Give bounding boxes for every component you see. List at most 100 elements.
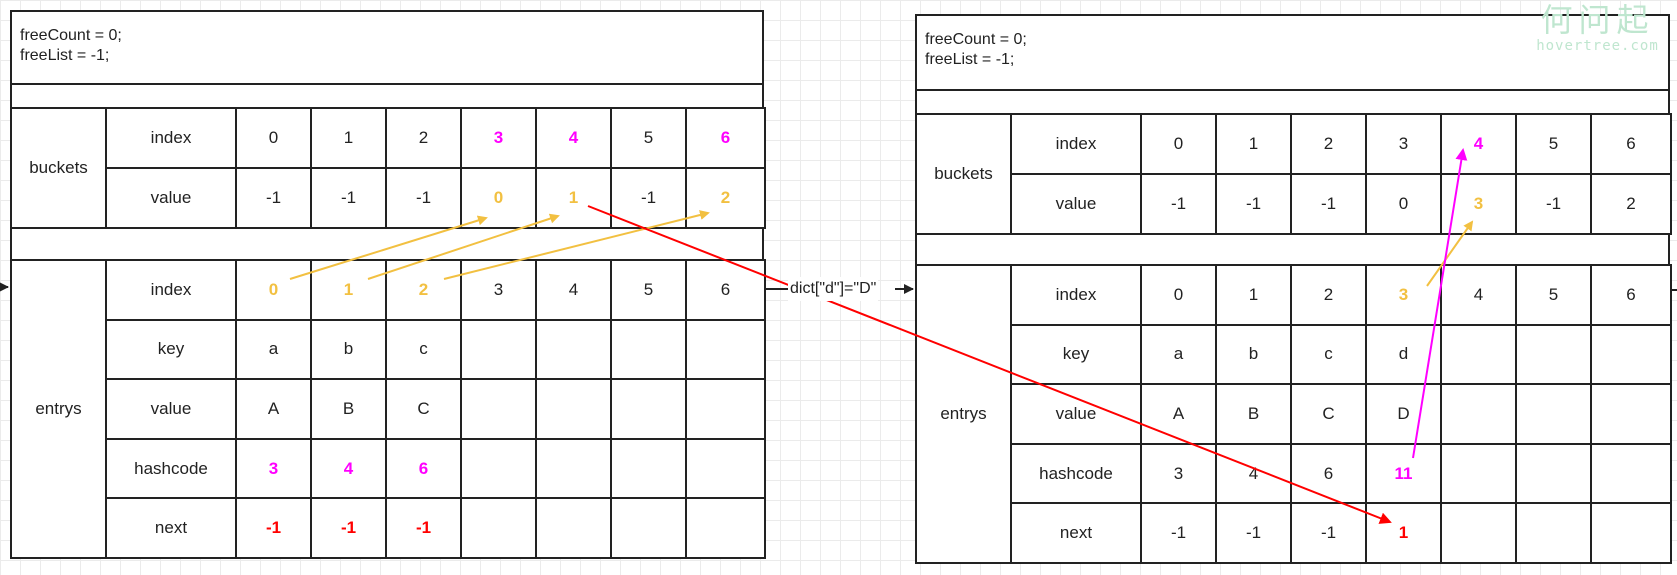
after-entry-cell bbox=[1590, 323, 1672, 386]
before-entry-cell bbox=[610, 497, 687, 559]
before-entrys-table: entrys index 0 1 2 3 4 5 6 key a b c val… bbox=[10, 259, 766, 559]
after-entry-row-label: value bbox=[1010, 383, 1142, 445]
before-bucket-value-cell: -1 bbox=[235, 167, 312, 229]
after-entry-cell bbox=[1590, 502, 1672, 564]
before-bucket-index-cell: 3 bbox=[460, 107, 537, 169]
arrow-entry0-to-bucket3 bbox=[289, 215, 488, 280]
after-entry-cell: B bbox=[1215, 383, 1292, 445]
before-entry-cell: 4 bbox=[310, 437, 387, 500]
after-entry-cell: 6 bbox=[1590, 264, 1672, 326]
after-bucket-value-cell: -1 bbox=[1290, 173, 1367, 235]
before-entry-cell: B bbox=[310, 378, 387, 440]
before-bucket-value-cell: -1 bbox=[385, 167, 462, 229]
after-entry-cell: a bbox=[1140, 323, 1217, 386]
before-buckets-label: buckets bbox=[10, 107, 107, 229]
after-entry-cell bbox=[1590, 383, 1672, 445]
after-entry-cell: c bbox=[1290, 323, 1367, 386]
watermark-logo: 何问起 hovertree.com bbox=[1525, 2, 1670, 54]
after-buckets-label: buckets bbox=[915, 113, 1012, 235]
before-entry-cell: 5 bbox=[610, 259, 687, 321]
after-entry-cell: A bbox=[1140, 383, 1217, 445]
before-entry-cell bbox=[610, 378, 687, 440]
before-buckets-index-label: index bbox=[105, 107, 237, 169]
before-entry-cell bbox=[535, 318, 612, 381]
after-entry-cell bbox=[1515, 502, 1592, 564]
before-entry-cell: a bbox=[235, 318, 312, 381]
before-entry-cell: 4 bbox=[535, 259, 612, 321]
before-entry-cell: -1 bbox=[310, 497, 387, 559]
after-entry-cell: 11 bbox=[1365, 442, 1442, 505]
after-entry-cell: D bbox=[1365, 383, 1442, 445]
after-bucket-index-cell: 5 bbox=[1515, 113, 1592, 175]
after-entry-cell bbox=[1515, 383, 1592, 445]
before-entry-cell: -1 bbox=[235, 497, 312, 559]
after-entry-cell: 1 bbox=[1215, 264, 1292, 326]
after-entry-cell: 6 bbox=[1290, 442, 1367, 505]
before-free-list: freeList = -1; bbox=[20, 47, 110, 64]
after-bucket-index-cell: 2 bbox=[1290, 113, 1367, 175]
after-entry-cell: 0 bbox=[1140, 264, 1217, 326]
after-entry-cell: 2 bbox=[1290, 264, 1367, 326]
after-bucket-index-cell: 4 bbox=[1440, 113, 1517, 175]
before-entry-row-label: key bbox=[105, 318, 237, 381]
before-entry-row-label: hashcode bbox=[105, 437, 237, 500]
after-entry-cell: -1 bbox=[1140, 502, 1217, 564]
before-bucket-index-cell: 1 bbox=[310, 107, 387, 169]
before-entry-cell bbox=[685, 318, 766, 381]
after-buckets-value-label: value bbox=[1010, 173, 1142, 235]
after-config-box: freeCount = 0; freeList = -1; bbox=[915, 14, 1670, 91]
before-entry-cell bbox=[685, 437, 766, 500]
before-entry-cell bbox=[535, 437, 612, 500]
after-entry-row-label: index bbox=[1010, 264, 1142, 326]
after-bucket-index-cell: 3 bbox=[1365, 113, 1442, 175]
after-entry-cell bbox=[1515, 442, 1592, 505]
before-bucket-value-cell: 2 bbox=[685, 167, 766, 229]
after-entry-cell bbox=[1440, 442, 1517, 505]
after-bucket-index-cell: 1 bbox=[1215, 113, 1292, 175]
after-entry-cell: 4 bbox=[1215, 442, 1292, 505]
before-bucket-index-cell: 6 bbox=[685, 107, 766, 169]
before-entry-cell bbox=[460, 378, 537, 440]
after-entry-cell: b bbox=[1215, 323, 1292, 386]
after-free-list: freeList = -1; bbox=[925, 51, 1015, 68]
before-config-box: freeCount = 0; freeList = -1; bbox=[10, 10, 764, 85]
before-buckets-table: buckets index 0 1 2 3 4 5 6 value -1 -1 … bbox=[10, 107, 766, 229]
before-entry-cell bbox=[685, 378, 766, 440]
after-bucket-index-cell: 6 bbox=[1590, 113, 1672, 175]
before-entry-cell: 6 bbox=[385, 437, 462, 500]
after-entry-cell: 1 bbox=[1365, 502, 1442, 564]
arrow-old-bucket-to-next bbox=[587, 205, 1392, 524]
before-bucket-index-cell: 4 bbox=[535, 107, 612, 169]
arrow-hash-to-bucket-index bbox=[1412, 148, 1468, 459]
operation-label: dict["d"]="D" bbox=[788, 277, 879, 301]
after-entry-cell bbox=[1590, 442, 1672, 505]
after-free-count: freeCount = 0; bbox=[925, 31, 1027, 48]
before-entry-cell bbox=[685, 497, 766, 559]
after-entry-cell: 5 bbox=[1515, 264, 1592, 326]
after-entry-cell: C bbox=[1290, 383, 1367, 445]
before-entry-cell: 3 bbox=[235, 437, 312, 500]
before-entry-cell: A bbox=[235, 378, 312, 440]
after-buckets-index-label: index bbox=[1010, 113, 1142, 175]
after-entry-cell: -1 bbox=[1290, 502, 1367, 564]
after-bucket-index-cell: 0 bbox=[1140, 113, 1217, 175]
before-entry-cell: 3 bbox=[460, 259, 537, 321]
after-bucket-value-cell: 0 bbox=[1365, 173, 1442, 235]
after-entry-cell bbox=[1440, 502, 1517, 564]
before-bucket-index-cell: 2 bbox=[385, 107, 462, 169]
after-entry-row-label: hashcode bbox=[1010, 442, 1142, 505]
before-entry-cell: -1 bbox=[385, 497, 462, 559]
arrow-entry1-to-bucket4 bbox=[367, 213, 560, 280]
after-entrys-label: entrys bbox=[915, 264, 1012, 564]
after-bucket-value-cell: 3 bbox=[1440, 173, 1517, 235]
before-bucket-index-cell: 0 bbox=[235, 107, 312, 169]
arrow-entry3-to-bucket4 bbox=[1426, 220, 1474, 287]
before-entry-cell: b bbox=[310, 318, 387, 381]
before-entry-row-label: next bbox=[105, 497, 237, 559]
before-entry-cell bbox=[460, 318, 537, 381]
before-entrys-label: entrys bbox=[10, 259, 107, 559]
after-entry-cell bbox=[1515, 323, 1592, 386]
before-entry-cell bbox=[610, 437, 687, 500]
before-entry-cell bbox=[610, 318, 687, 381]
